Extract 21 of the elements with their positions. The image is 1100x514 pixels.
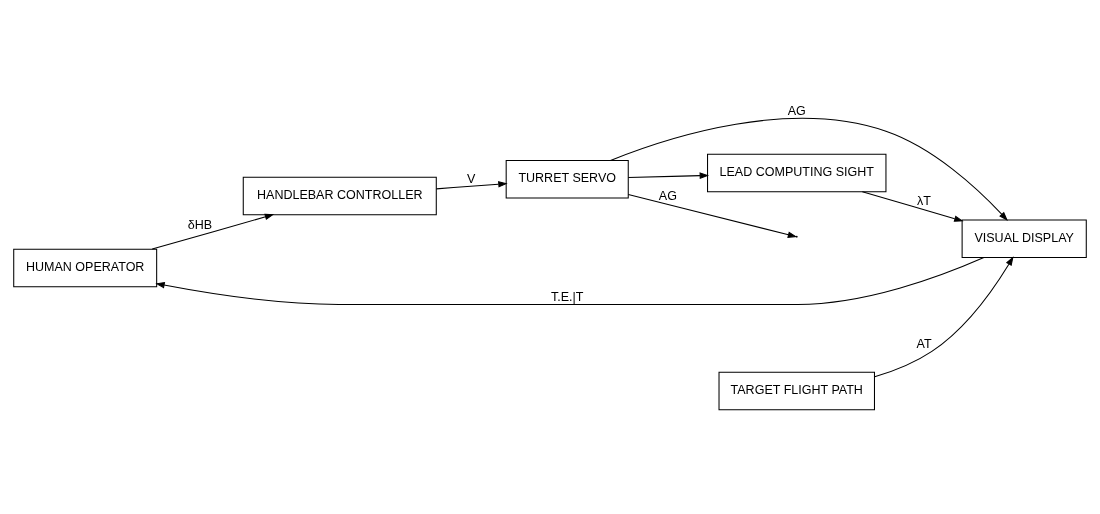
arrow	[861, 190, 964, 222]
arrow	[610, 117, 1008, 221]
node-box: TURRET SERVO	[505, 159, 629, 199]
arrow	[435, 180, 508, 189]
edge-label: AG	[658, 188, 677, 203]
edge-label: AT	[916, 336, 932, 351]
edge-label: AG	[787, 103, 806, 118]
arrow	[151, 213, 275, 250]
arrow	[155, 256, 985, 305]
edge-label: T.E.|T	[550, 289, 584, 304]
node-box: HUMAN OPERATOR	[13, 248, 158, 287]
node-box: LEAD COMPUTING SIGHT	[707, 153, 887, 192]
edge-label: V	[467, 171, 476, 186]
arrow	[627, 171, 710, 179]
node-box: TARGET FLIGHT PATH	[718, 371, 875, 410]
node-box: HANDLEBAR CONTROLLER	[242, 176, 437, 215]
arrow	[874, 255, 1014, 377]
edge-label: δHB	[187, 217, 213, 232]
node-box: VISUAL DISPLAY	[961, 218, 1087, 258]
arrow	[627, 193, 798, 238]
edge-label: λT	[917, 193, 931, 208]
